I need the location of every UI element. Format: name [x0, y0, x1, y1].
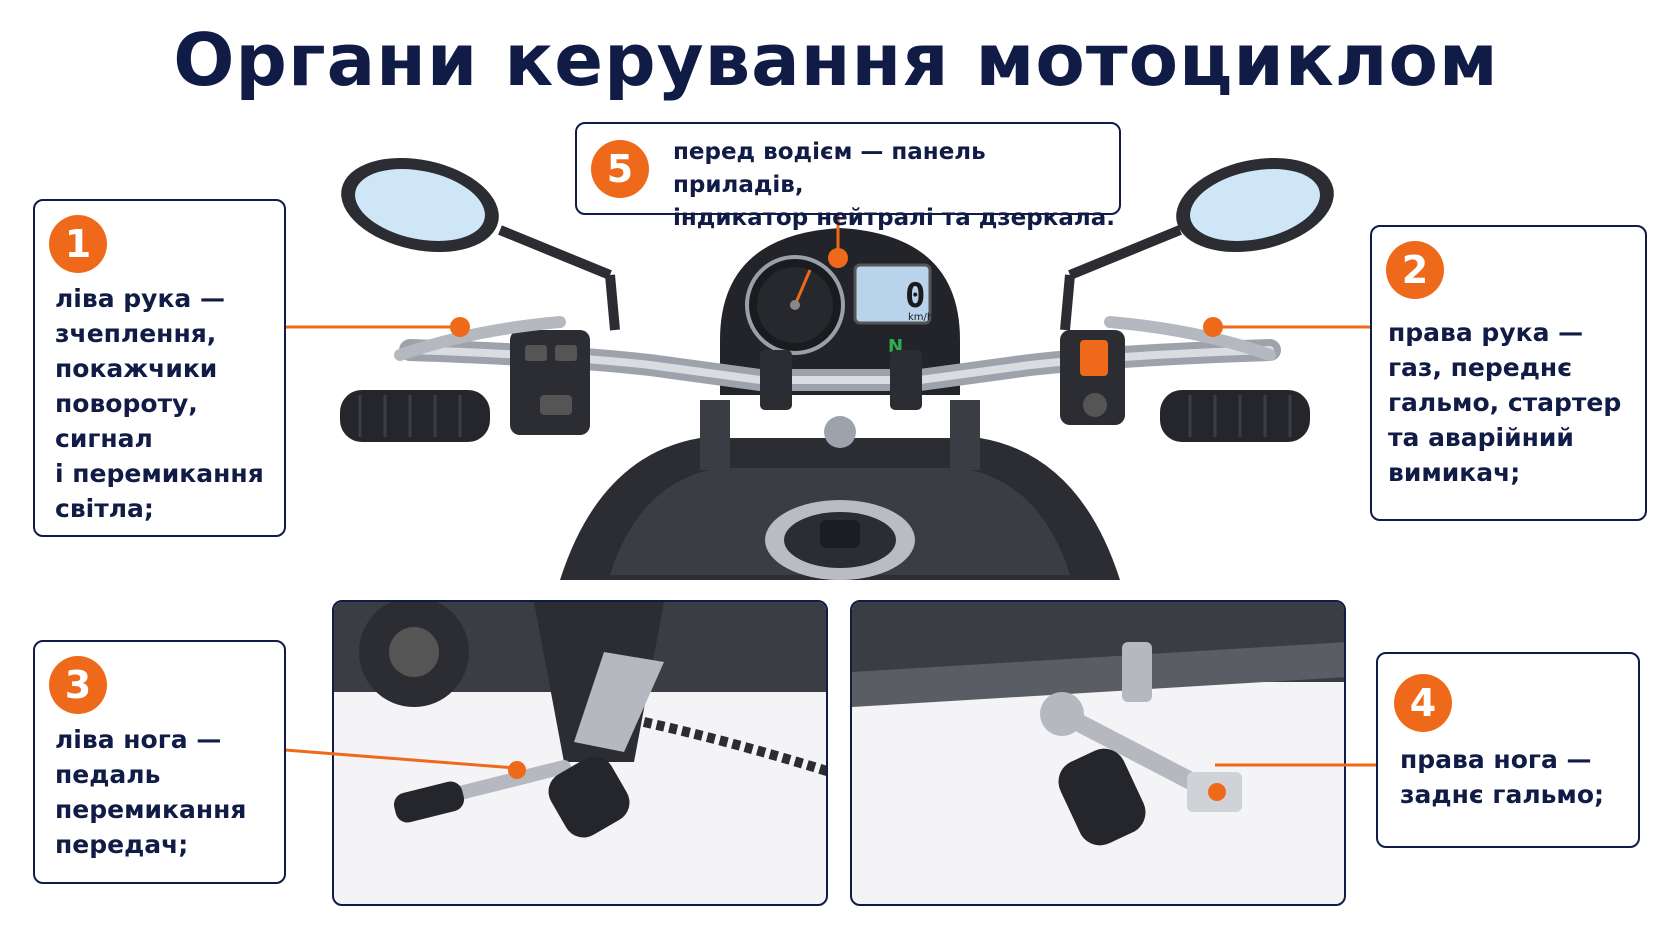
callout-number-1: 1: [49, 215, 107, 273]
callout-text-1: ліва рука — зчеплення, покажчики поворот…: [55, 284, 264, 523]
callout-number-2: 2: [1386, 241, 1444, 299]
callout-text-5: перед водієм — панель приладів, індикато…: [673, 139, 1115, 231]
left-foot-panel: [332, 600, 828, 906]
footpeg-bracket: [574, 652, 664, 752]
right-foot-panel: [850, 600, 1346, 906]
page-title: Органи керування мотоциклом: [173, 18, 1499, 102]
rear-brake-illustration: [852, 602, 1344, 846]
right-grip: [1160, 390, 1310, 442]
left-grip: [340, 390, 490, 442]
left-switch-block: [510, 330, 590, 435]
left-footpeg: [548, 756, 630, 838]
speed-unit: km/h: [908, 312, 933, 323]
callout-text-3: ліва нога — педаль перемикання передач;: [55, 725, 247, 859]
clutch-lever: [394, 316, 566, 361]
callout-right-hand: 2 права рука — газ, переднє гальмо, стар…: [1370, 225, 1647, 521]
right-footpeg: [1058, 748, 1146, 846]
lcd-display: [853, 263, 932, 325]
kill-switch: [1080, 340, 1108, 376]
callout-number-5: 5: [591, 140, 649, 198]
callout-text-2: права рука — газ, переднє гальмо, старте…: [1388, 318, 1622, 487]
callout-right-foot: 4 права нога — заднє гальмо;: [1376, 652, 1640, 848]
drive-chain: [642, 717, 826, 776]
callout-text-4: права нога — заднє гальмо;: [1400, 745, 1605, 809]
front-brake-lever: [1104, 316, 1276, 361]
right-switch-block: [1060, 330, 1125, 425]
callout-number-3: 3: [49, 656, 107, 714]
callout-number-4: 4: [1394, 674, 1452, 732]
gear-shift-illustration: [334, 602, 826, 838]
callout-left-hand: 1 ліва рука — зчеплення, покажчики повор…: [33, 199, 286, 537]
speed-readout: 0: [905, 276, 925, 316]
callout-dashboard: 5 перед водієм — панель приладів, індика…: [575, 122, 1121, 231]
callout-left-foot: 3 ліва нога — педаль перемикання передач…: [33, 640, 286, 884]
